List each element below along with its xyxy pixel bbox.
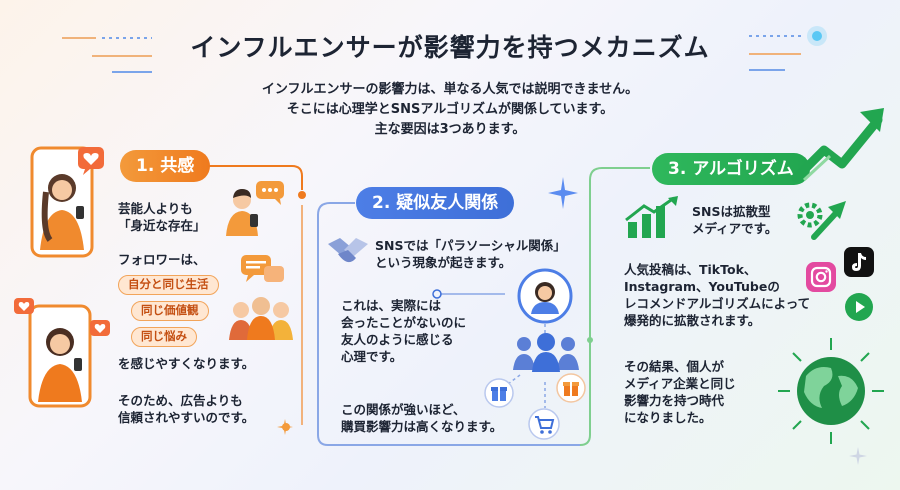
group-people-icon <box>225 294 297 342</box>
empathy-tag: 同じ悩み <box>131 327 197 347</box>
intro-line: そこには心理学とSNSアルゴリズムが関係しています。 <box>286 102 614 117</box>
heart-bubble-icon <box>77 146 107 176</box>
globe-icon <box>776 336 886 446</box>
gift-icon <box>484 378 514 408</box>
parasocial-point: SNSでは「パラソーシャル関係」 という現象が起きます。 <box>375 238 566 270</box>
sparkle-icon <box>276 418 294 436</box>
title-decoration-right <box>745 26 840 78</box>
tiktok-icon <box>844 247 874 277</box>
algorithm-explanation: 人気投稿は、TikTok、 Instagram、YouTubeの レコメンドアル… <box>624 262 811 328</box>
title-decoration-left <box>62 30 157 80</box>
chat-bubble-icon <box>240 254 286 288</box>
growth-arrows-icon <box>624 196 682 240</box>
empathy-after: を感じやすくなります。 <box>118 356 255 371</box>
empathy-point: 芸能人よりも 「身近な存在」 <box>118 201 206 233</box>
followers-icon <box>510 330 582 374</box>
sparkle-icon <box>848 446 868 466</box>
algorithm-point: SNSは拡散型 メディアです。 <box>692 204 778 236</box>
page-title: インフルエンサーが影響力を持つメカニズム <box>190 33 710 62</box>
smartphone-woman-icon <box>12 292 112 412</box>
section-label-empathy: 1. 共感 <box>120 150 211 182</box>
chat-bubble-icon <box>255 180 287 206</box>
empathy-conclusion: そのため、広告よりも 信頼されやすいのです。 <box>118 393 255 425</box>
parasocial-conclusion: この関係が強いほど、 購買影響力は高くなります。 <box>341 402 503 434</box>
smartphone-woman-icon <box>24 140 114 260</box>
empathy-lead: フォロワーは、 <box>118 252 206 267</box>
man-with-phone-icon <box>222 186 266 238</box>
gift-icon <box>556 373 586 403</box>
cart-icon <box>528 408 560 440</box>
algorithm-conclusion: その結果、個人が メディア企業と同じ 影響力を持つ時代 になりました。 <box>624 359 736 425</box>
sparkle-icon <box>545 175 581 211</box>
section-label-algorithm: 3. アルゴリズム <box>652 153 810 185</box>
intro-line: 主な要因は3つあります。 <box>374 122 526 137</box>
empathy-tag: 同じ価値観 <box>131 301 209 321</box>
instagram-icon <box>806 262 836 292</box>
section-label-parasocial: 2. 疑似友人関係 <box>356 187 515 219</box>
parasocial-explanation: これは、実際には 会ったことがないのに 友人のように感じる 心理です。 <box>341 298 467 364</box>
gear-icon <box>792 193 852 243</box>
influencer-avatar-icon <box>517 268 573 324</box>
intro-line: インフルエンサーの影響力は、単なる人気では説明できません。 <box>261 82 639 97</box>
trend-arrow-icon <box>790 98 888 186</box>
handshake-icon <box>326 234 370 274</box>
intro-text: インフルエンサーの影響力は、単なる人気では説明できません。 そこには心理学とSN… <box>0 80 900 140</box>
youtube-icon <box>844 292 874 322</box>
empathy-tag: 自分と同じ生活 <box>118 275 219 295</box>
